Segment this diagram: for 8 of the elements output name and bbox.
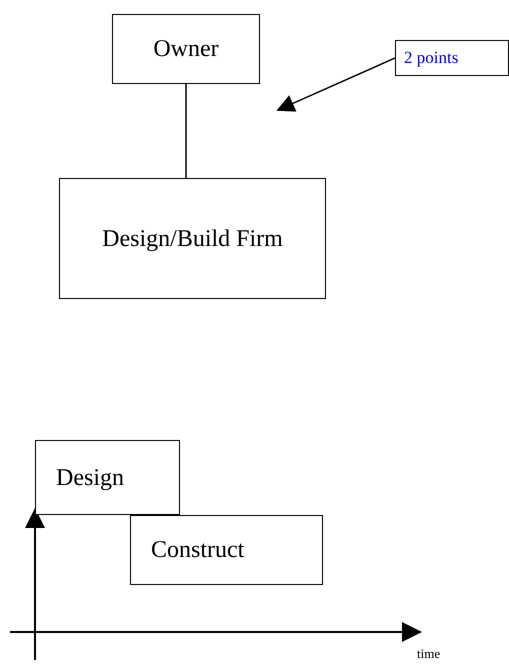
timeline-bar: Construct <box>130 515 323 585</box>
leader-arrow <box>276 57 396 112</box>
axis-label: time <box>417 646 440 662</box>
process-box: Design/Build Firm <box>59 178 326 299</box>
callout-box: 2 points <box>395 40 509 76</box>
timeline-bar: Design <box>35 440 180 515</box>
connector-line <box>185 84 187 178</box>
process-box: Owner <box>112 14 260 84</box>
